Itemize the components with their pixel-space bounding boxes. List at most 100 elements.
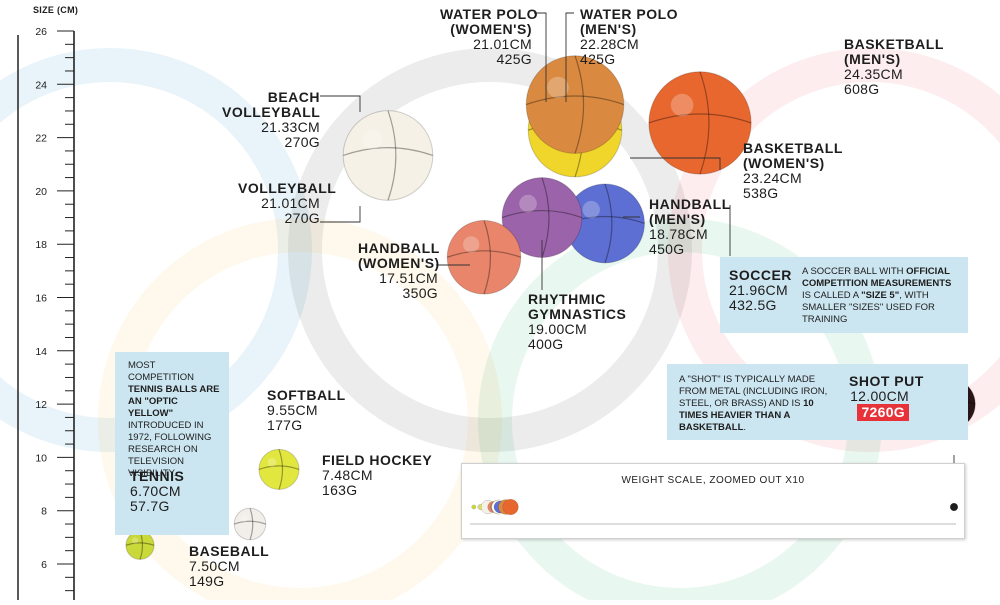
note-fragment: A "SHOT" IS TYPICALLY MADE FROM METAL (I… [679,374,828,409]
weight-scale-dot [949,502,959,512]
ball-beach-volleyball [342,110,434,201]
note-fragment: INTRODUCED IN 1972, FOLLOWING RESEARCH O… [128,420,212,479]
label-size: 17.51CM [379,270,438,286]
label-size: 21.33CM [261,119,320,135]
note-fragment: . [743,422,747,433]
label-name: HANDBALL [358,240,440,256]
weight-scale-title: WEIGHT SCALE, ZOOMED OUT X10 [621,475,805,486]
ball-softball [258,448,300,490]
y-tick-label: 12 [35,399,47,411]
label-name: RHYTHMIC [528,291,606,307]
label-weight: 538G [743,185,779,201]
label-name: BASKETBALL [844,36,944,52]
label-weight: 7260G [849,404,909,421]
ball-basketball-men-s [648,71,752,175]
note-fragment: , WITH SMALLER "SIZES" USED FOR TRAINING [802,290,935,325]
y-tick-label: 8 [41,506,47,518]
label-size: 23.24CM [743,170,802,186]
leader-line [320,95,361,112]
label-weight: 57.7G [130,498,170,514]
label-name: TENNIS [130,468,185,484]
label-weight: 400G [528,336,564,352]
label-weight: 450G [649,241,685,257]
y-tick-label: 16 [35,293,47,305]
label-name: SOCCER [729,267,792,283]
ball-baseball [233,507,267,541]
leader-line [630,157,721,170]
label-name: (WOMEN'S) [743,155,825,171]
ball-tennis [125,530,155,560]
label-weight: 177G [267,417,303,433]
weight-scale-dot [502,498,519,516]
label-weight: 163G [322,482,358,498]
label-name: SHOT PUT [849,373,924,389]
note-fragment: 10 TIMES HEAVIER THAN A BASKETBALL [679,398,814,433]
label-weight: 270G [284,210,320,226]
label-name: WATER POLO [580,6,679,22]
ball-handball-women-s [446,219,522,295]
label-weight: 350G [402,285,438,301]
label-size: 22.28CM [580,36,639,52]
olympic-ring-1 [0,48,312,452]
label-name: BEACH [267,89,320,105]
label-size: 9.55CM [267,402,318,418]
shot-note-text: A "SHOT" IS TYPICALLY MADE FROM METAL (I… [679,374,839,434]
leader-line [534,12,547,102]
label-name: (WOMEN'S) [358,255,440,271]
label-name: HANDBALL [649,196,731,212]
note-fragment: IS CALLED A [802,290,862,301]
label-name: BASKETBALL [743,140,843,156]
olympic-ring-2 [288,48,692,452]
label-size: 21.01CM [473,36,532,52]
label-name: VOLLEYBALL [238,180,337,196]
label-name: GYMNASTICS [528,306,627,322]
label-name: WATER POLO [440,6,539,22]
weight-scale-dot [471,504,477,510]
label-size: 19.00CM [528,321,587,337]
label-weight: 149G [189,573,225,589]
soccer-note-text: A SOCCER BALL WITH OFFICIAL COMPETITION … [802,266,962,326]
note-fragment: A SOCCER BALL WITH [802,266,907,277]
label-name: SOFTBALL [267,387,346,403]
label-size: 12.00CM [850,388,909,404]
label-size: 7.50CM [189,558,240,574]
ball-basketball-women-s [525,55,625,154]
label-size: 6.70CM [130,483,181,499]
tennis-note-text: MOST COMPETITION TENNIS BALLS ARE AN "OP… [128,360,222,480]
label-weight: 608G [844,81,880,97]
label-name: (MEN'S) [844,51,901,67]
note-fragment: TENNIS BALLS ARE AN "OPTIC YELLOW" [128,384,220,419]
label-size: 21.96CM [729,282,788,298]
label-weight: 432.5G [729,297,777,313]
label-size: 18.78CM [649,226,708,242]
label-weight: 425G [580,51,616,67]
leader-line [320,206,361,223]
note-fragment: OFFICIAL COMPETITION MEASUREMENTS [802,266,952,289]
label-size: 7.48CM [322,467,373,483]
label-weight: 425G [496,51,532,67]
y-tick-label: 18 [35,239,47,251]
label-name: (MEN'S) [649,211,706,227]
label-name: VOLLEYBALL [222,104,321,120]
weight-scale-bar [470,498,959,525]
label-name: FIELD HOCKEY [322,452,433,468]
y-tick-label: 6 [41,559,47,571]
y-tick-label: 10 [35,452,47,464]
soccer-note: A SOCCER BALL WITH OFFICIAL COMPETITION … [720,257,968,333]
leader-line [565,12,574,102]
y-tick-label: 22 [35,133,47,145]
y-tick-label: 14 [35,346,47,358]
note-fragment: "SIZE 5" [861,290,900,301]
weight-scale-panel: WEIGHT SCALE, ZOOMED OUT X10 [461,463,965,539]
